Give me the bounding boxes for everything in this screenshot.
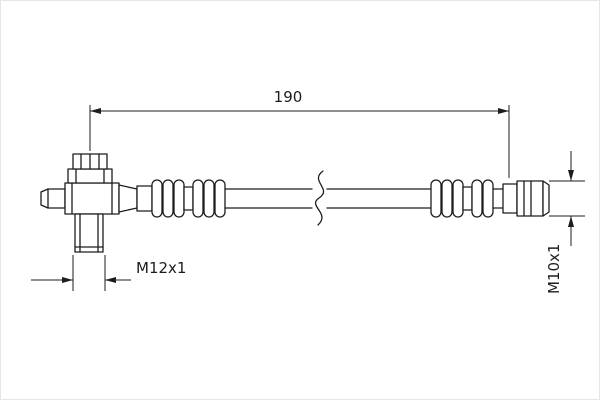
right-fitting (502, 180, 550, 217)
left-taper-neck (118, 184, 138, 213)
arrowhead-right-pointing (62, 277, 73, 283)
left-thread-label: M12x1 (136, 259, 186, 277)
right-end-chamfer (542, 180, 550, 217)
left-fitting-hex-flange (67, 168, 113, 184)
ferrule-waist (462, 186, 473, 211)
crimp-rib (214, 179, 226, 218)
arrowhead-left (90, 108, 101, 114)
left-thread-dimension: M12x1 (31, 255, 186, 291)
arrowhead-left-pointing (105, 277, 116, 283)
length-dimension: 190 (89, 88, 510, 178)
crimp-rib (482, 179, 494, 218)
length-dimension-label: 190 (274, 88, 303, 106)
crimp-rib (151, 179, 163, 218)
arrowhead-down-pointing (568, 170, 574, 181)
ferrule-waist (183, 186, 194, 211)
left-tube-tip (40, 188, 66, 209)
crimp-rib (173, 179, 185, 218)
ferrule-collar (136, 185, 153, 212)
crimp-rib (192, 179, 204, 218)
right-fitting-collar (502, 183, 518, 214)
crimp-rib (452, 179, 464, 218)
left-fitting (40, 153, 138, 253)
left-threaded-stud (74, 213, 104, 253)
hose-tube (224, 170, 432, 226)
arrowhead-up-pointing (568, 216, 574, 227)
arrowhead-right (498, 108, 509, 114)
left-fitting-body (64, 182, 120, 215)
crimp-rib (471, 179, 483, 218)
crimp-rib (203, 179, 215, 218)
right-thread-label: M10x1 (545, 244, 563, 294)
right-thread-dimension: M10x1 (545, 151, 585, 294)
right-crimp-ferrule (430, 179, 504, 218)
hose-break-symbol (314, 170, 325, 226)
crimp-rib (162, 179, 174, 218)
right-threaded-end (516, 180, 544, 217)
crimp-rib (441, 179, 453, 218)
crimp-rib (430, 179, 442, 218)
left-crimp-ferrule (136, 179, 226, 218)
